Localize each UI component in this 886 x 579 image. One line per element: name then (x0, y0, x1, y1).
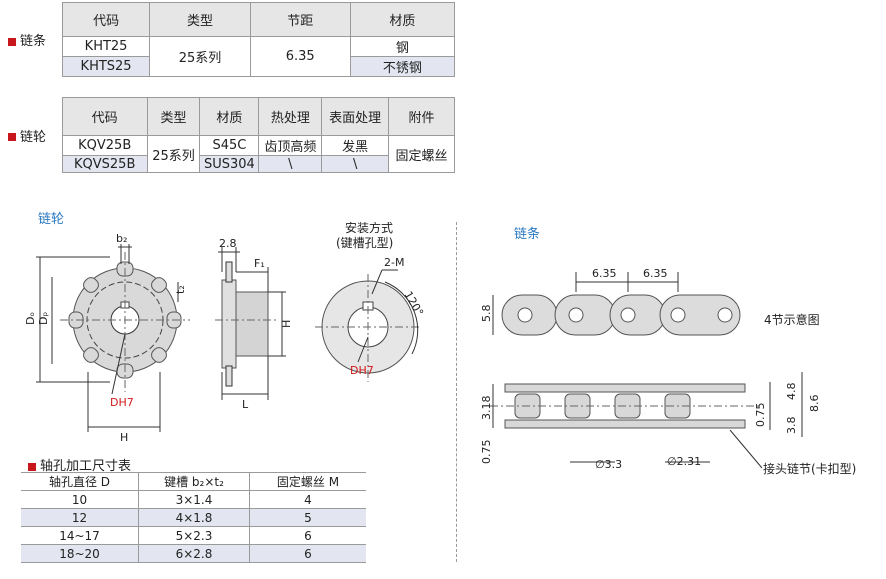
dim-8-6-label: 8.6 (808, 395, 821, 413)
bore-cell: 5×2.3 (138, 526, 250, 545)
sprocket-type: 25系列 (146, 135, 201, 173)
bore-header-diameter: 轴孔直径 D (21, 472, 139, 491)
section-divider (456, 222, 457, 562)
bore-header-keyway: 键槽 b₂×t₂ (138, 472, 250, 491)
m2-label: 2-M (384, 256, 404, 269)
dh7-mount-label: DH7 (350, 364, 374, 377)
sprocket-side-view (215, 247, 286, 400)
bore-cell: 14~17 (21, 526, 139, 545)
sprocket-table-label: 链轮 (20, 129, 47, 145)
chain-table-label: 链条 (20, 34, 47, 49)
pitch-label-1: 6.35 (592, 267, 617, 280)
mount-subtitle: (键槽孔型) (336, 236, 393, 250)
chain-spec-table: 链条 代码 类型 节距 材质 KHT25 25系列 6.35 钢 KHTS25 … (8, 2, 456, 77)
header-surface: 表面处理 (321, 97, 390, 136)
sprocket-heat-1: 齿顶高频 (258, 135, 323, 156)
bore-cell: 5 (249, 508, 366, 527)
sprocket-accessory: 固定螺丝 (388, 135, 455, 173)
sprocket-material-2: SUS304 (199, 155, 260, 173)
bore-table-title: 轴孔加工尺寸表 (40, 459, 132, 474)
dim-0-75-left-label: 0.75 (480, 440, 493, 465)
chain-code-1: KHT25 (61, 36, 151, 57)
t2-label: t₂ (174, 285, 187, 294)
sprocket-drawing-title: 链轮 (38, 212, 65, 227)
h-label: H (120, 431, 128, 444)
bore-cell: 4 (249, 490, 366, 509)
sprocket-spec-table: 链轮 代码 类型 材质 热处理 表面处理 附件 KQV25B 25系列 S45C… (8, 97, 455, 173)
dia-3-3-label: ∅3.3 (595, 458, 622, 471)
bore-cell: 6 (249, 526, 366, 545)
bore-cell: 6 (249, 544, 366, 563)
dim-4-8-label: 4.8 (785, 383, 798, 401)
chain-pitch: 6.35 (249, 36, 351, 77)
h-side-label: H (280, 320, 293, 328)
sprocket-surface-2: \ (321, 155, 390, 173)
header-accessory: 附件 (388, 97, 455, 136)
header-material: 材质 (199, 97, 260, 136)
bore-cell: 18~20 (21, 544, 139, 563)
mounting-view (315, 269, 420, 382)
four-link-note: 4节示意图 (764, 312, 820, 327)
header-code: 代码 (61, 97, 148, 136)
dim-2-8-label: 2.8 (219, 237, 237, 250)
dh7-label: DH7 (110, 396, 134, 409)
mount-title: 安装方式 (345, 222, 393, 235)
chain-top-view (501, 294, 741, 336)
l-label: L (242, 398, 249, 411)
header-type: 类型 (146, 97, 201, 136)
dp-label: Dₚ (37, 312, 50, 325)
b2-label: b₂ (116, 232, 127, 245)
sprocket-drawing: b₂ t₂ Dₒ Dₚ DH7 H 2.8 F₁ L H 安装方式 (键槽孔型)… (24, 222, 426, 444)
sprocket-code-2: KQVS25B (61, 155, 148, 173)
bore-table: 轴孔直径 D 键槽 b₂×t₂ 固定螺丝 M 10 3×1.4 4 12 4×1… (21, 472, 366, 563)
bore-header-screw: 固定螺丝 M (249, 472, 366, 491)
header-heat: 热处理 (258, 97, 323, 136)
chain-type: 25系列 (149, 36, 251, 77)
chain-drawing: 6.35 6.35 5.8 4节示意图 3.18 0.75 0.75 4.8 3… (480, 267, 856, 476)
header-pitch: 节距 (249, 2, 351, 37)
bore-cell: 3×1.4 (138, 490, 250, 509)
header-type: 类型 (149, 2, 251, 37)
bullet-icon (28, 462, 36, 471)
do-label: Dₒ (24, 312, 37, 325)
bore-cell: 10 (21, 490, 139, 509)
chain-material-1: 钢 (349, 36, 456, 57)
chain-drawing-title: 链条 (514, 227, 541, 242)
sprocket-front-view (36, 244, 190, 432)
f1-label: F₁ (254, 257, 265, 270)
chain-material-2: 不锈钢 (349, 56, 456, 77)
bore-cell: 12 (21, 508, 139, 527)
sprocket-code-1: KQV25B (61, 135, 148, 156)
bullet-icon (8, 37, 16, 46)
sprocket-heat-2: \ (258, 155, 323, 173)
bullet-icon (8, 133, 16, 141)
dia-2-31-label: ∅2.31 (667, 455, 701, 468)
dim-3-8-label: 3.8 (785, 417, 798, 435)
header-code: 代码 (61, 2, 151, 37)
sprocket-surface-1: 发黑 (321, 135, 390, 156)
bore-cell: 4×1.8 (138, 508, 250, 527)
dim-3-18-label: 3.18 (480, 396, 493, 421)
chain-code-2: KHTS25 (61, 56, 151, 77)
sprocket-material-1: S45C (199, 135, 260, 156)
pitch-label-2: 6.35 (643, 267, 668, 280)
dim-0-75-right-label: 0.75 (754, 403, 767, 428)
bore-cell: 6×2.8 (138, 544, 250, 563)
header-material: 材质 (349, 2, 456, 37)
height-5-8-label: 5.8 (480, 305, 493, 323)
joint-link-label: 接头链节(卡扣型) (763, 461, 856, 476)
bore-table-title-wrap: 轴孔加工尺寸表 (28, 455, 131, 474)
